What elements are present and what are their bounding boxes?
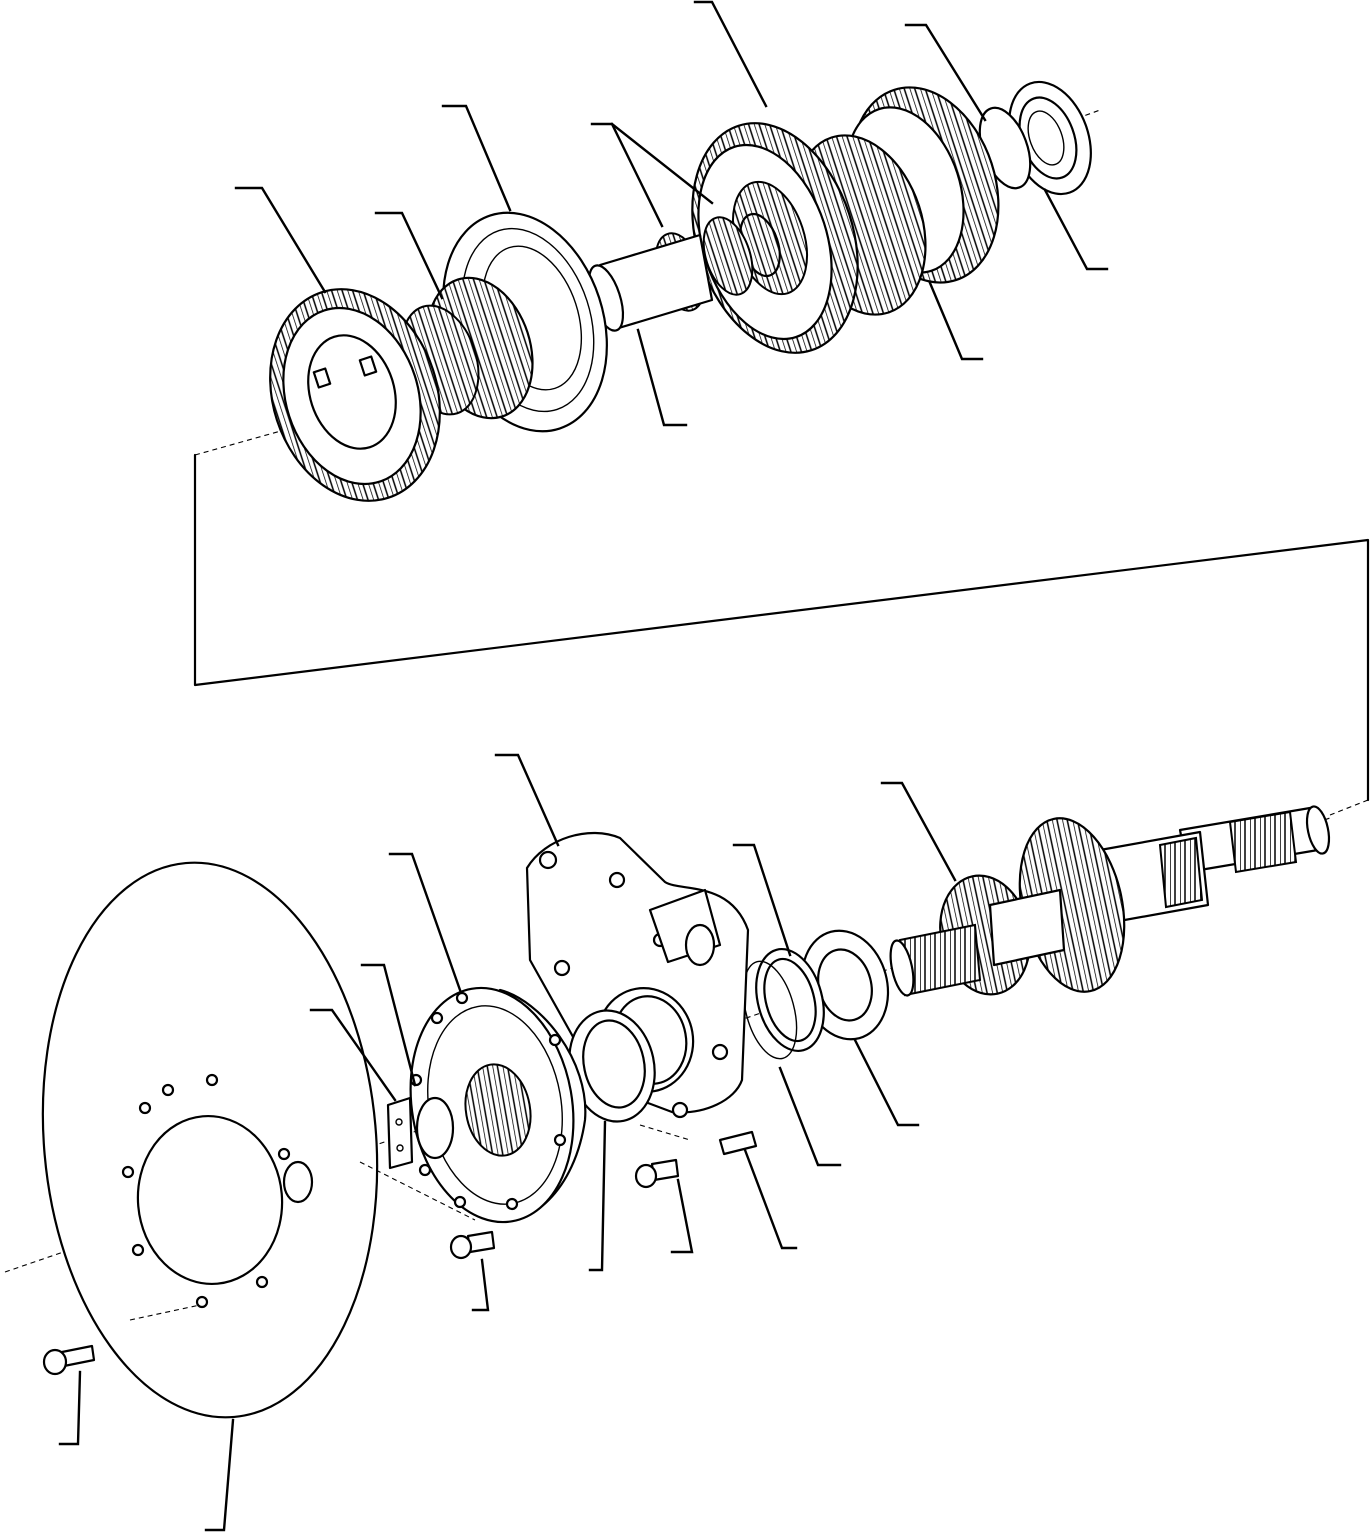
callout-leader bbox=[441, 104, 512, 212]
lower-alignment-lines bbox=[129, 1124, 691, 1321]
upper-front-gear bbox=[269, 288, 441, 502]
callout-leader bbox=[610, 122, 714, 205]
callout-leader bbox=[388, 852, 462, 992]
bolt-left bbox=[42, 1344, 96, 1376]
upper-right-bearing bbox=[978, 80, 1092, 196]
lower-callouts bbox=[58, 753, 957, 1532]
lower-bolts bbox=[42, 1130, 758, 1376]
callout-leader bbox=[1043, 188, 1109, 271]
lower-ball-bearing bbox=[742, 929, 890, 1060]
callout-leader bbox=[494, 753, 560, 847]
callout-leader bbox=[590, 122, 664, 228]
lower-large-disc bbox=[41, 861, 379, 1419]
callout-leader bbox=[588, 1120, 607, 1272]
lower-shaft-gears bbox=[889, 817, 1126, 997]
callout-leader bbox=[778, 1066, 842, 1167]
upper-shaft-assembly bbox=[234, 0, 1109, 502]
callout-leader bbox=[360, 963, 417, 1087]
callout-leader bbox=[880, 781, 957, 882]
upper-callouts bbox=[234, 0, 1109, 427]
callout-leader bbox=[732, 843, 792, 957]
callout-leader bbox=[693, 0, 768, 108]
callout-leader bbox=[471, 1258, 490, 1312]
callout-leader bbox=[58, 1370, 82, 1446]
callout-leader bbox=[636, 328, 688, 427]
dowel-pin bbox=[718, 1130, 758, 1156]
bolt-flange bbox=[449, 1230, 496, 1260]
callout-leader bbox=[904, 23, 987, 122]
lower-flange bbox=[409, 986, 587, 1224]
lower-lock-tab bbox=[386, 1096, 455, 1170]
callout-leader bbox=[670, 1178, 694, 1254]
callout-leader bbox=[928, 281, 984, 361]
bolt-plate bbox=[634, 1158, 680, 1189]
callout-leader bbox=[853, 1038, 920, 1127]
callout-leader bbox=[743, 1148, 798, 1250]
callout-leader bbox=[309, 1008, 397, 1102]
callout-leader bbox=[234, 186, 327, 294]
upper-gear-pair-right bbox=[793, 86, 1000, 316]
callout-leader bbox=[374, 211, 444, 300]
lower-assembly bbox=[4, 753, 1331, 1532]
callout-leader bbox=[204, 1418, 235, 1532]
lower-output-shaft bbox=[1098, 805, 1331, 925]
upper-shaft bbox=[587, 233, 714, 332]
